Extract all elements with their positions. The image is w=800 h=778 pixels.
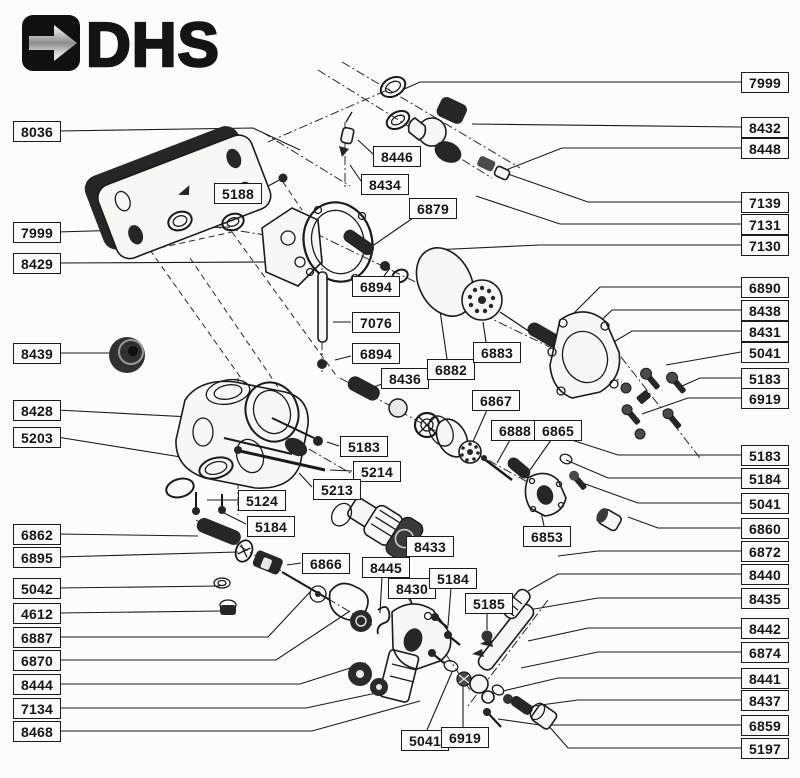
part-label: 8428 [13,400,61,421]
mid-chain-drawing [347,376,622,532]
part-label: 6860 [741,518,789,539]
part-label: 6867 [472,390,520,411]
part-label: 6894 [352,343,400,364]
part-label: 6866 [302,553,350,574]
part-label: 4612 [13,603,61,624]
part-label: 6894 [352,276,400,297]
part-label: 6883 [473,342,521,363]
part-label: 6887 [13,627,61,648]
part-label: 5188 [214,183,262,204]
lower-left-chain-drawing [196,518,331,615]
part-label: 5185 [465,593,513,614]
part-label: 6862 [13,524,61,545]
part-label: 7139 [741,192,789,213]
part-label: 8440 [741,564,789,585]
part-label: 5041 [741,493,789,514]
bottom-right-assembly-drawing [469,588,558,730]
dhs-logo: DHS [20,10,290,81]
part-label: 8438 [741,300,789,321]
part-label: 5213 [313,479,361,500]
part-label: 7130 [741,235,789,256]
part-label: 6870 [13,650,61,671]
part-label: 8446 [373,146,421,167]
valve-body-drawing [109,337,326,515]
part-label: 8429 [13,253,61,274]
part-label: 8437 [741,690,789,711]
diaphragm-housing-drawing [415,247,686,440]
logo-text: DHS [86,11,220,76]
part-label: 5214 [353,461,401,482]
part-label: 8431 [741,321,789,342]
part-label: 6890 [741,277,789,298]
part-label: 8432 [741,117,789,138]
part-label: 6919 [441,727,489,748]
part-label: 5184 [741,468,789,489]
part-label: 7131 [741,214,789,235]
part-label: 8442 [741,618,789,639]
leader-lines [56,81,742,749]
part-label: 6872 [741,541,789,562]
part-label: 6865 [534,420,582,441]
part-label: 8436 [381,368,429,389]
part-label: 8036 [13,121,61,142]
o-rings [167,75,411,232]
part-label: 8433 [406,536,454,557]
heat-exchanger-drawing [84,126,272,260]
part-label: 8435 [741,588,789,609]
part-label: 6879 [409,198,457,219]
part-label: 6888 [491,420,539,441]
part-label: 5184 [247,516,295,537]
part-label: 8445 [362,557,410,578]
part-label: 6853 [523,526,571,547]
cover-screws [620,367,686,440]
part-label: 8434 [361,174,409,195]
part-label: 8468 [13,721,61,742]
part-label: 8430 [388,578,436,599]
part-label: 5197 [741,738,789,759]
part-label: 7999 [13,222,61,243]
part-label: 5124 [238,490,286,511]
part-label: 6895 [13,547,61,568]
arrow-right-icon [22,15,80,71]
part-label: 8444 [13,674,61,695]
part-label: 5183 [340,436,388,457]
top-fitting-drawing [278,96,511,183]
part-label: 8441 [741,668,789,689]
actuator-drawing [328,582,472,703]
bracket-gasket-drawing [261,201,409,369]
part-label: 6874 [741,642,789,663]
cartridge-drawing [330,497,424,561]
part-label: 6882 [427,359,475,380]
part-label: 7076 [352,312,400,333]
part-label: 6859 [741,715,789,736]
part-label: 5183 [741,368,789,389]
part-label: 8448 [741,138,789,159]
part-label: 5041 [741,342,789,363]
part-label: 7134 [13,698,61,719]
part-label: 5042 [13,578,61,599]
part-label: 5184 [429,568,477,589]
part-label: 7999 [741,72,789,93]
part-label: 8439 [13,343,61,364]
part-label: 6919 [741,388,789,409]
part-label: 5203 [13,427,61,448]
part-label: 5183 [741,445,789,466]
